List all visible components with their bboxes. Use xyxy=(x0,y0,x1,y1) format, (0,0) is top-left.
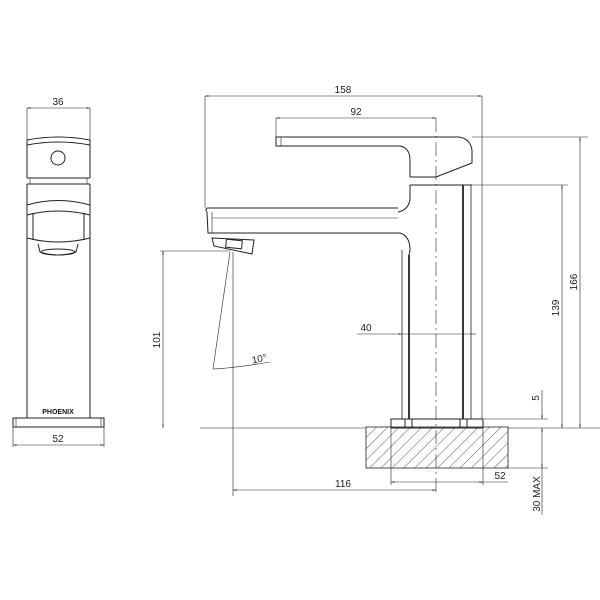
dim-spout-top-height: 139 xyxy=(551,299,562,316)
dim-spout-reach: 116 xyxy=(335,479,351,490)
dim-outlet-height: 101 xyxy=(152,331,163,348)
dim-base-thickness: 5 xyxy=(531,395,542,401)
dim-overall-height: 166 xyxy=(569,273,580,290)
dim-base-diameter: 52 xyxy=(494,471,506,482)
dim-handle-length: 92 xyxy=(350,107,362,118)
dim-front-top-width: 36 xyxy=(52,97,64,108)
dim-bench-thickness: 30 MAX xyxy=(532,476,543,512)
side-view xyxy=(160,95,600,515)
front-view xyxy=(12,107,105,447)
dim-body-width: 40 xyxy=(360,323,372,334)
dim-overall-length: 158 xyxy=(335,85,352,96)
dim-outlet-angle: 10° xyxy=(251,353,268,367)
brand-label: PHOENIX xyxy=(42,409,74,416)
dim-front-base-width: 52 xyxy=(52,434,64,445)
